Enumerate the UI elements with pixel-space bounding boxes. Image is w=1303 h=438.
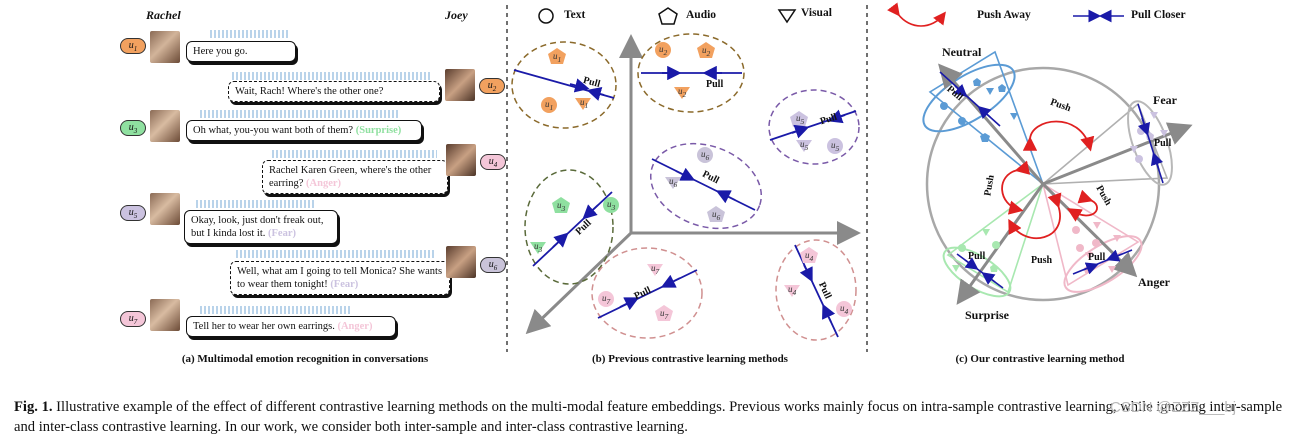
audio-point-u2 (697, 42, 715, 58)
caption-panel-c: (c) Our contrastive learning method (955, 353, 1125, 365)
cluster-ellipse-u1 (511, 41, 617, 129)
audio-point-u5 (790, 111, 808, 127)
cluster-ellipse-u2 (637, 33, 745, 113)
legend-text-label: Text (564, 9, 586, 21)
text-point-u5 (827, 138, 843, 154)
axis-neutral (938, 63, 1045, 185)
speaker-joey: Joey (445, 8, 468, 22)
avatar-rachel (150, 110, 180, 142)
push-arrow-anger-surprise (1008, 192, 1062, 239)
push-arrow-neutral-fear (1022, 120, 1095, 152)
utterance-bubble-u6: Well, what am I going to tell Monica? Sh… (230, 261, 450, 295)
avatar-joey (445, 69, 475, 101)
pull-line (651, 158, 756, 211)
push-arrow-fear-anger (1066, 189, 1098, 222)
utterance-id-u4: u4 (480, 154, 506, 170)
utterance-bubble-u7: Tell her to wear her own earrings. (Ange… (186, 316, 396, 337)
avatar-rachel (150, 31, 180, 63)
class-label-fear: Fear (1153, 93, 1177, 107)
avatar-joey (446, 144, 476, 176)
legend-pull-label: Pull Closer (1131, 9, 1186, 21)
cluster-ellipse-u4 (775, 239, 857, 341)
cluster-ellipse-u6 (649, 142, 763, 230)
text-point-u3 (603, 197, 619, 213)
cone-fear (1040, 102, 1169, 185)
pull-line-anger (1072, 249, 1133, 275)
pull-line (794, 244, 839, 338)
pull-line (532, 191, 613, 267)
utterance-id-u6: u6 (480, 257, 506, 273)
visual-point-u2 (674, 87, 690, 99)
axis-surprise (956, 183, 1045, 305)
embedding-points-panel-b (530, 42, 852, 321)
text-point-u6 (697, 147, 713, 163)
text-point-u7 (598, 291, 614, 307)
audio-point-u6 (707, 206, 725, 222)
visual-point-u4 (784, 285, 800, 297)
class-label-neutral: Neutral (942, 45, 982, 59)
utterance-id-u2: u2 (479, 78, 505, 94)
utterance-bubble-u3: Oh what, you-you want both of them? (Sur… (186, 120, 422, 141)
text-point-u2 (655, 42, 671, 58)
audio-waveform (200, 306, 350, 314)
utterance-bubble-u4: Rachel Karen Green, where's the other ea… (262, 160, 448, 194)
class-label-surprise: Surprise (965, 308, 1010, 322)
visual-point-u5 (796, 140, 812, 152)
audio-waveform (196, 200, 316, 208)
audio-waveform (272, 150, 437, 158)
utterance-bubble-u1: Here you go. (186, 41, 296, 62)
cluster-ellipse-u5 (768, 89, 860, 165)
audio-waveform (200, 110, 400, 118)
caption-panel-a: (a) Multimodal emotion recognition in co… (181, 353, 429, 365)
avatar-joey (446, 246, 476, 278)
cluster-ellipse-u7 (591, 247, 703, 339)
cluster-ellipse-u3 (524, 169, 614, 285)
class-label-anger: Anger (1138, 275, 1170, 289)
pentagon-icon (658, 7, 678, 25)
utterance-bubble-u5: Okay, look, just don't freak out, but I … (184, 210, 338, 244)
circle-icon (538, 8, 554, 24)
audio-point-u1 (548, 48, 566, 64)
legend-push-label: Push Away (977, 9, 1031, 21)
utterance-id-u7: u7 (120, 311, 146, 327)
speaker-rachel: Rachel (146, 8, 181, 22)
embedding-points-panel-c (940, 78, 1168, 273)
visual-point-u1 (575, 98, 591, 110)
cone-anger-cap (1063, 235, 1143, 293)
text-point-u1 (541, 97, 557, 113)
axis-fear (1042, 122, 1193, 186)
audio-waveform (210, 30, 290, 38)
avatar-rachel (150, 299, 180, 331)
visual-point-u6 (665, 177, 681, 189)
audio-point-u7 (655, 305, 673, 321)
visual-point-u3 (530, 242, 546, 254)
utterance-bubble-u2: Wait, Rach! Where's the other one? (228, 81, 440, 102)
audio-waveform (232, 72, 432, 80)
text-point-u4 (836, 301, 852, 317)
utterance-id-u3: u3 (120, 120, 146, 136)
legend-audio-label: Audio (686, 9, 717, 21)
push-arrow-surprise-neutral (1001, 160, 1031, 215)
figure-caption: Fig. 1. Illustrative example of the effe… (14, 399, 1283, 435)
avatar-rachel (150, 193, 180, 225)
triangle-down-icon (777, 9, 797, 24)
audio-point-u3 (552, 197, 570, 213)
caption-panel-b: (b) Previous contrastive learning method… (592, 353, 788, 365)
utterance-id-u1: u1 (120, 38, 146, 54)
audio-point-u4 (800, 247, 818, 263)
visual-point-u7 (647, 264, 663, 276)
axis-z (525, 231, 633, 335)
utterance-id-u5: u5 (120, 205, 146, 221)
pull-line (597, 269, 698, 319)
watermark: CSDN @ZZZ___bj (1110, 399, 1237, 416)
legend-visual-label: Visual (801, 7, 832, 19)
push-away-arrow-icon (887, 2, 946, 27)
audio-waveform (236, 250, 436, 258)
